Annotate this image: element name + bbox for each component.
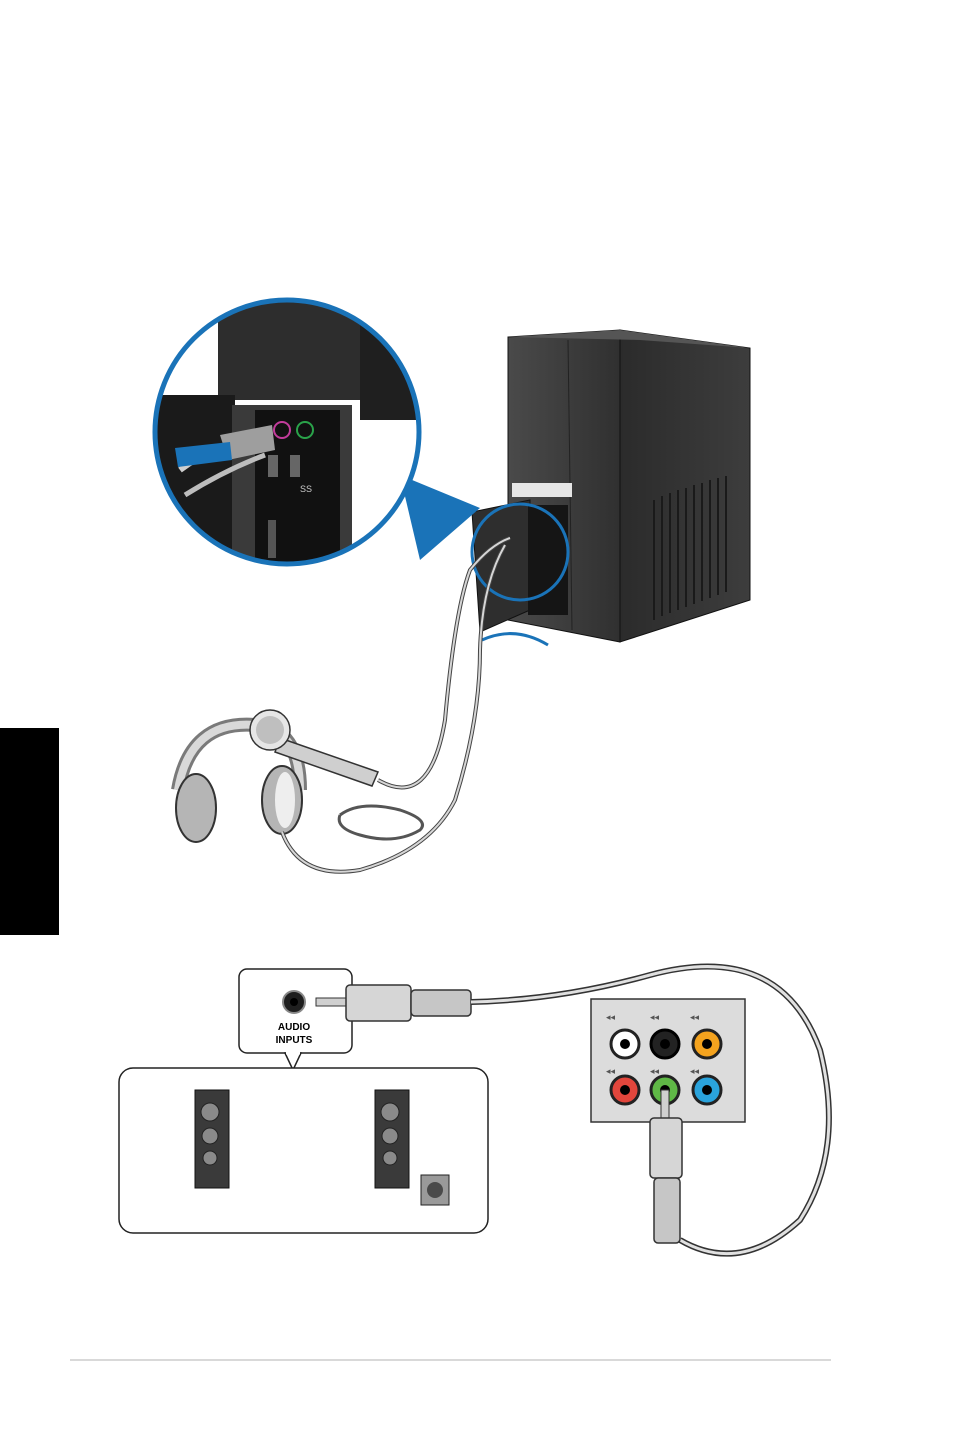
mic-in-icon: ◂◂ xyxy=(606,1066,616,1076)
footer-rule xyxy=(70,1359,831,1361)
tower-pc xyxy=(472,330,750,645)
audio-inputs-callout: AUDIO INPUTS xyxy=(239,969,352,1070)
audio-inputs-label-line1: AUDIO xyxy=(278,1022,310,1033)
usb-port-symbol: SS xyxy=(300,484,312,494)
subwoofer xyxy=(421,1175,449,1205)
left-speaker xyxy=(195,1090,229,1188)
drive-bay xyxy=(512,483,572,497)
callout-wedge xyxy=(400,475,480,560)
line-out-icon: ◂◂ xyxy=(650,1066,660,1076)
right-speaker xyxy=(375,1090,409,1188)
speaker-system-box xyxy=(119,1068,488,1233)
line-in-icon: ◂◂ xyxy=(690,1066,700,1076)
rear-speaker-out-icon: ◂◂ xyxy=(606,1012,616,1022)
side-speaker-icon: ◂◂ xyxy=(690,1012,700,1022)
center-sub-icon: ◂◂ xyxy=(650,1012,660,1022)
audio-inputs-label-line2: INPUTS xyxy=(276,1035,313,1046)
headphone-cable xyxy=(282,545,505,872)
front-door xyxy=(472,500,530,632)
door-open-arrow xyxy=(482,634,548,645)
